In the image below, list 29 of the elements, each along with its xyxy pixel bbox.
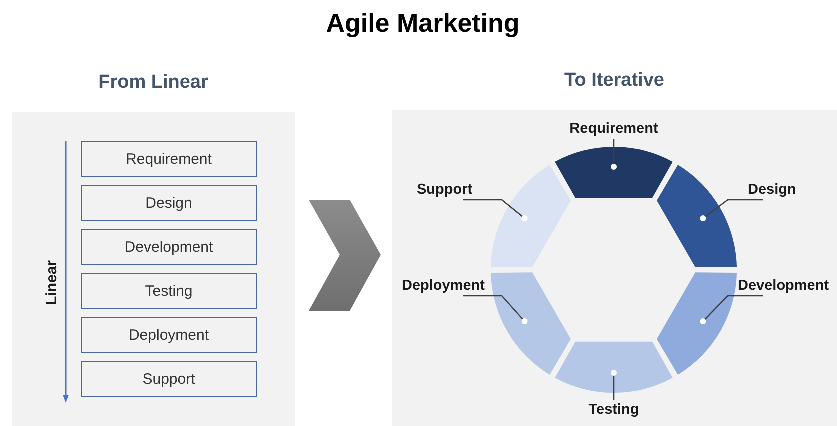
process-box: Development [81,229,257,265]
ring-segment [555,342,673,394]
process-box: Support [81,361,257,397]
segment-label: Development [738,276,833,296]
leader-line [700,199,763,222]
segment-label: Testing [564,400,664,420]
segment-label: Deployment [402,276,492,296]
ring-segment [491,165,571,268]
process-box: Testing [81,273,257,309]
segment-label: Design [748,180,798,200]
leader-line [463,199,528,222]
chevron-arrow [309,200,381,311]
ring-segment [657,165,737,268]
process-box: Requirement [81,141,257,177]
leader-line [611,370,617,400]
leader-line [611,139,617,170]
leader-line [700,295,763,324]
axis-label: Linear [44,260,60,306]
segment-label: Requirement [564,119,664,139]
ring-segment [491,272,571,375]
process-box: Deployment [81,317,257,353]
leader-line [463,295,528,324]
segment-label: Support [417,180,477,200]
panel-heading: To Iterative [564,70,664,92]
ring-segment [657,272,737,375]
panel-heading: From Linear [98,72,208,94]
process-box: Design [81,185,257,221]
diagram-title: Agile Marketing [325,8,521,39]
ring-segment [555,146,673,198]
